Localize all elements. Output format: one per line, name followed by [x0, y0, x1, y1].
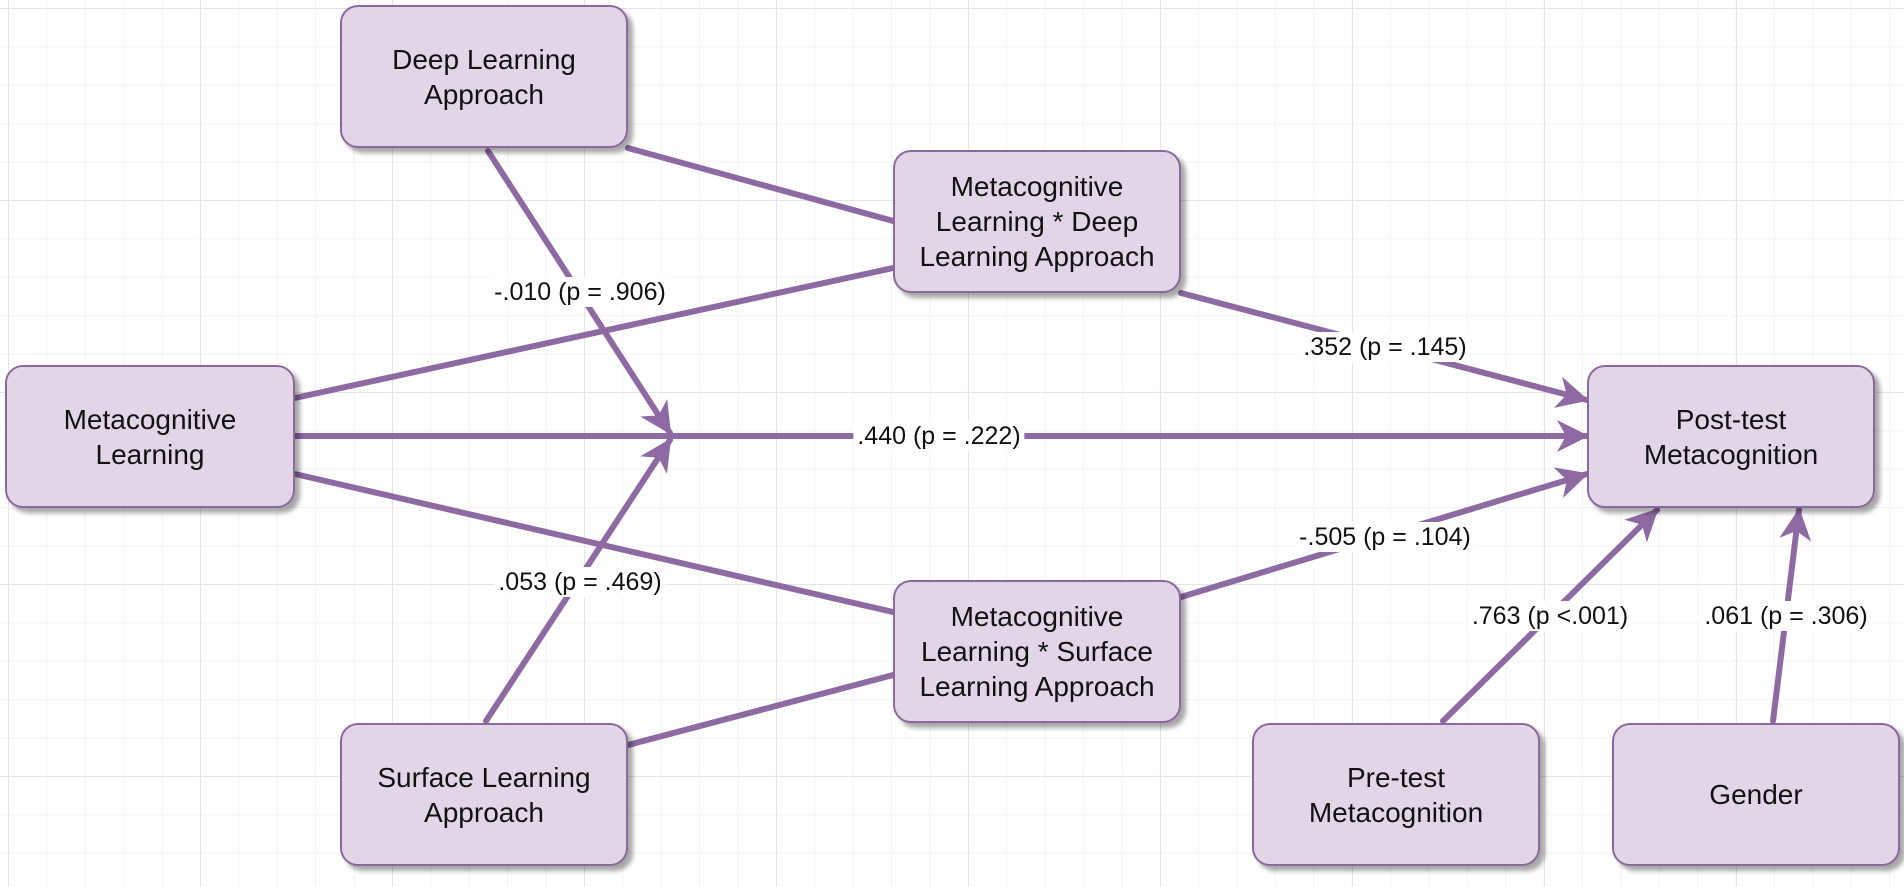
node-label: Deep Learning Approach [392, 43, 576, 110]
node-interaction-deep: Metacognitive Learning * Deep Learning A… [893, 150, 1181, 293]
edge-metacog-to-interaction-deep [292, 265, 896, 401]
edge-label-pretest: .763 (p <.001) [1467, 601, 1633, 631]
node-label: Pre-test Metacognition [1308, 761, 1484, 828]
node-gender: Gender [1612, 723, 1900, 866]
node-label: Gender [1709, 779, 1803, 810]
edge-label-interaction-deep: .352 (p = .145) [1299, 332, 1471, 362]
node-deep-learning-approach: Deep Learning Approach [340, 5, 628, 148]
node-metacognitive-learning: Metacognitive Learning [5, 365, 295, 508]
edge-deep-to-interaction-deep [625, 145, 896, 224]
edge-metacog-to-interaction-surface [292, 471, 896, 615]
node-label: Metacognitive Learning * Deep Learning A… [919, 171, 1155, 272]
edge-label-surface-moderation: .053 (p = .469) [494, 567, 666, 597]
edge-surface-to-interaction-surface [625, 672, 896, 748]
node-label: Surface Learning Approach [377, 761, 591, 828]
edge-label-gender: .061 (p = .306) [1700, 601, 1872, 631]
edge-label-interaction-surface: -.505 (p = .104) [1295, 522, 1475, 552]
node-label: Metacognitive Learning [63, 403, 237, 470]
edge-label-deep-moderation: -.010 (p = .906) [490, 277, 670, 307]
node-surface-learning-approach: Surface Learning Approach [340, 723, 628, 866]
node-pre-test-metacognition: Pre-test Metacognition [1252, 723, 1540, 866]
node-label: Metacognitive Learning * Surface Learnin… [919, 601, 1155, 702]
node-interaction-surface: Metacognitive Learning * Surface Learnin… [893, 580, 1181, 723]
node-label: Post-test Metacognition [1643, 403, 1819, 470]
edge-label-direct: .440 (p = .222) [853, 421, 1025, 451]
node-post-test-metacognition: Post-test Metacognition [1587, 365, 1875, 508]
